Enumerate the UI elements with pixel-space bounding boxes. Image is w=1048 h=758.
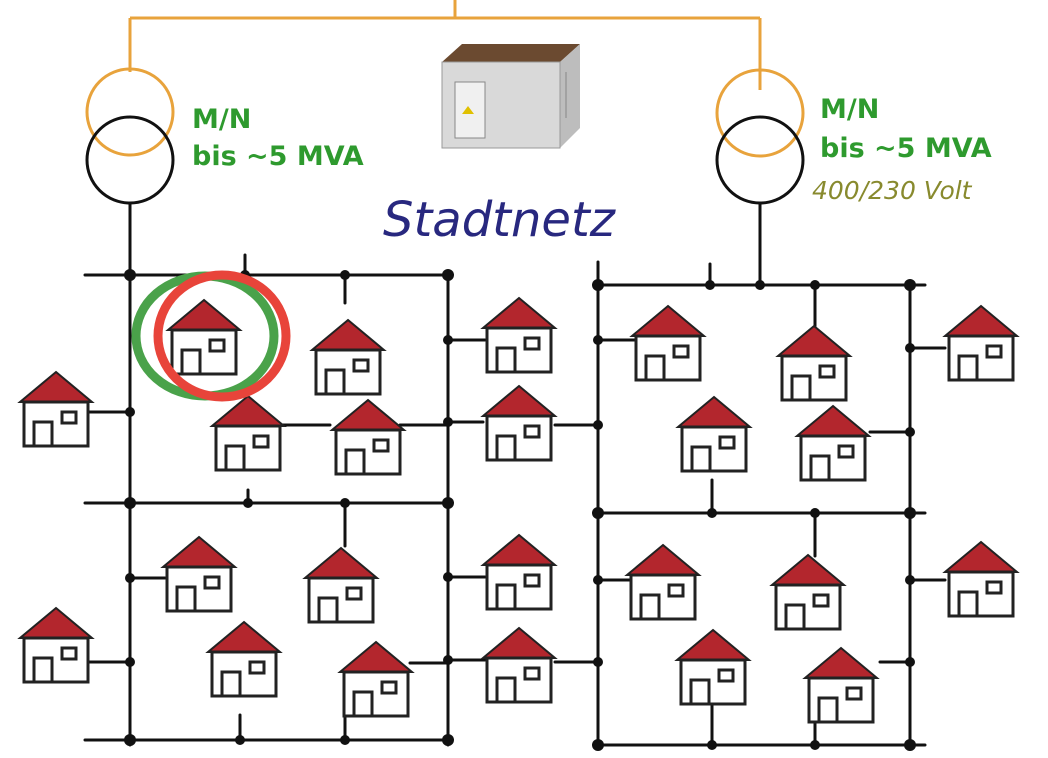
medium-voltage-feed bbox=[128, 0, 762, 90]
junction-node bbox=[443, 572, 453, 582]
house-icon bbox=[480, 626, 558, 704]
house-icon bbox=[942, 540, 1020, 618]
house-icon bbox=[329, 398, 407, 476]
junction-node bbox=[442, 497, 454, 509]
junction-node bbox=[593, 420, 603, 430]
house-icon bbox=[624, 543, 702, 621]
junction-node bbox=[905, 343, 915, 353]
transformer-left bbox=[85, 67, 175, 205]
house-icon bbox=[769, 553, 847, 631]
house-icon bbox=[17, 606, 95, 684]
house-icon bbox=[802, 646, 880, 724]
house-icon bbox=[165, 298, 243, 376]
house-icon bbox=[480, 533, 558, 611]
house-icon bbox=[675, 395, 753, 473]
junction-node bbox=[904, 739, 916, 751]
junction-node bbox=[442, 269, 454, 281]
house-icon bbox=[17, 370, 95, 448]
house-icon bbox=[629, 304, 707, 382]
transformer-left-type: M/N bbox=[192, 104, 251, 135]
house-icon bbox=[205, 620, 283, 698]
junction-node bbox=[443, 417, 453, 427]
house-icon bbox=[160, 535, 238, 613]
transformer-left-rating: bis ~5 MVA bbox=[192, 141, 364, 172]
junction-node bbox=[592, 739, 604, 751]
houses bbox=[17, 296, 1020, 724]
transformer-right-type: M/N bbox=[820, 94, 879, 125]
junction-node bbox=[593, 575, 603, 585]
house-icon bbox=[775, 324, 853, 402]
junction-node bbox=[235, 735, 245, 745]
junction-points bbox=[124, 269, 916, 751]
junction-node bbox=[125, 657, 135, 667]
junction-node bbox=[243, 498, 253, 508]
junction-node bbox=[124, 734, 136, 746]
transformer-right-voltage: 400/230 Volt bbox=[812, 176, 973, 205]
junction-node bbox=[707, 740, 717, 750]
junction-node bbox=[125, 573, 135, 583]
junction-node bbox=[593, 335, 603, 345]
house-icon bbox=[302, 546, 380, 624]
house-icon bbox=[309, 318, 387, 396]
junction-node bbox=[905, 575, 915, 585]
junction-node bbox=[810, 280, 820, 290]
house-icon bbox=[209, 394, 287, 472]
junction-node bbox=[125, 407, 135, 417]
junction-node bbox=[705, 280, 715, 290]
house-icon bbox=[337, 640, 415, 718]
house-icon bbox=[480, 384, 558, 462]
junction-node bbox=[593, 657, 603, 667]
junction-node bbox=[755, 280, 765, 290]
junction-node bbox=[904, 507, 916, 519]
junction-node bbox=[810, 508, 820, 518]
junction-node bbox=[905, 427, 915, 437]
junction-node bbox=[443, 655, 453, 665]
house-icon bbox=[794, 404, 872, 482]
substation-cabinet-icon bbox=[441, 44, 580, 149]
house-icon bbox=[674, 628, 752, 706]
junction-node bbox=[904, 279, 916, 291]
junction-node bbox=[124, 269, 136, 281]
junction-node bbox=[707, 508, 717, 518]
junction-node bbox=[340, 498, 350, 508]
junction-node bbox=[442, 734, 454, 746]
junction-node bbox=[592, 279, 604, 291]
house-icon bbox=[480, 296, 558, 374]
junction-node bbox=[443, 335, 453, 345]
highlight-ring bbox=[131, 270, 291, 402]
junction-node bbox=[340, 270, 350, 280]
junction-node bbox=[592, 507, 604, 519]
junction-node bbox=[810, 740, 820, 750]
diagram-title: Stadtnetz bbox=[383, 192, 617, 248]
junction-node bbox=[905, 657, 915, 667]
junction-node bbox=[124, 497, 136, 509]
house-icon bbox=[942, 304, 1020, 382]
junction-node bbox=[340, 735, 350, 745]
transformer-right-rating: bis ~5 MVA bbox=[820, 133, 992, 164]
